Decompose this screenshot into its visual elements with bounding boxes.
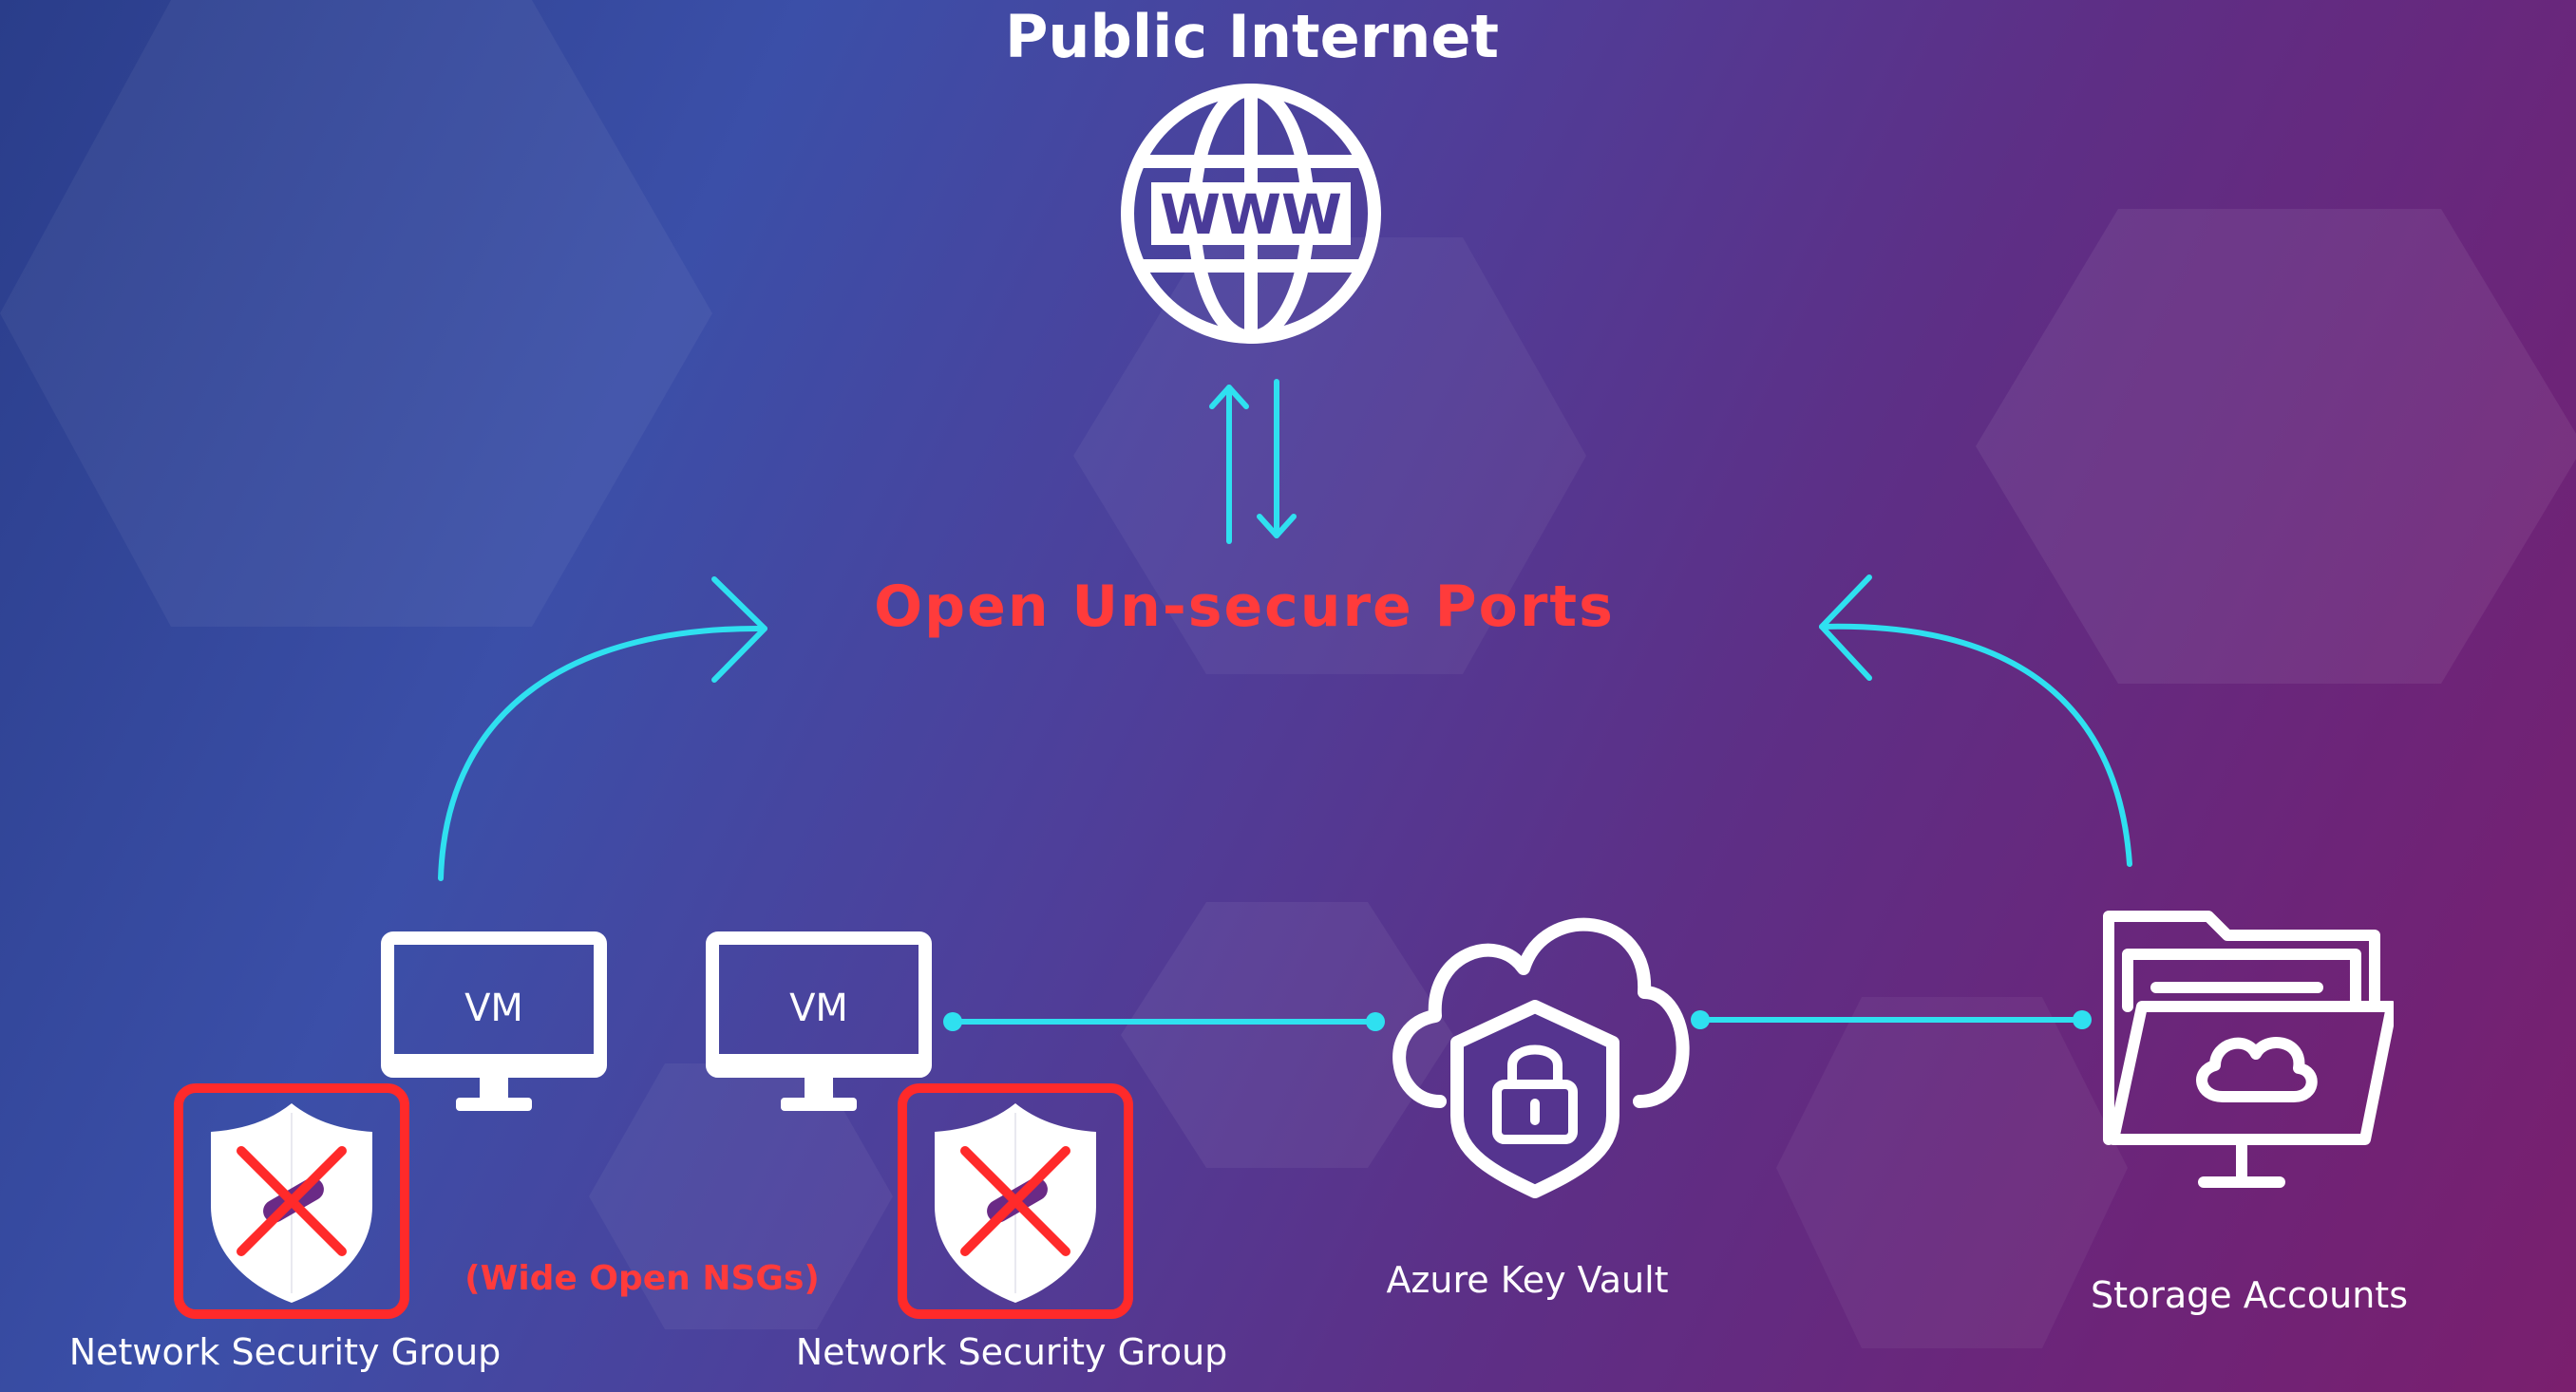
public-internet-title: Public Internet xyxy=(1004,2,1500,71)
vm-left-label: VM xyxy=(464,987,523,1030)
azure-key-vault-label: Azure Key Vault xyxy=(1386,1259,1669,1301)
monitor-icon: VM xyxy=(381,931,607,1111)
open-ports-label: Open Un-secure Ports xyxy=(874,574,1615,640)
shield-icon xyxy=(898,1083,1133,1319)
monitor-icon: VM xyxy=(706,931,932,1111)
svg-text:WWW: WWW xyxy=(1160,182,1342,247)
up-arrow-icon xyxy=(1209,385,1249,544)
nsg-left-label: Network Security Group xyxy=(68,1331,502,1373)
shield-icon xyxy=(174,1083,409,1319)
wide-open-nsgs-note: (Wide Open NSGs) xyxy=(464,1259,820,1298)
folder-cloud-icon xyxy=(2103,911,2394,1188)
storage-accounts-label: Storage Accounts xyxy=(2091,1274,2408,1316)
cloud-lock-icon xyxy=(1392,917,1690,1198)
globe-icon: WWW xyxy=(1121,84,1381,344)
curved-arrow-left xyxy=(438,576,767,881)
down-arrow-icon xyxy=(1257,379,1297,538)
nsg-right-label: Network Security Group xyxy=(795,1331,1228,1373)
curved-arrow-right xyxy=(1819,574,2132,867)
vm-right-label: VM xyxy=(789,987,848,1030)
